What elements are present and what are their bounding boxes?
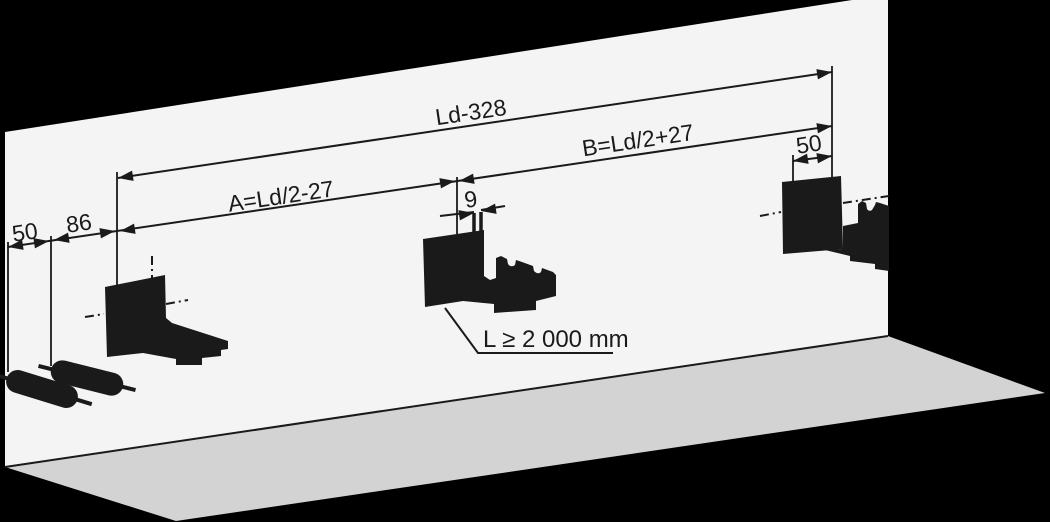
dim-arrow xyxy=(459,173,475,184)
dimension-arrows xyxy=(8,69,832,250)
dim-arrow xyxy=(99,228,115,239)
dim-arrow xyxy=(481,203,497,214)
leader-line-min-length xyxy=(444,307,613,354)
floor-panel xyxy=(5,336,1045,521)
dim-arrow xyxy=(33,238,49,249)
dim-label-min-length: L ≥ 2 000 mm xyxy=(483,326,629,353)
dim-arrow xyxy=(120,223,136,234)
dim-label-50-left: 50 xyxy=(10,217,39,246)
min-length-note: L ≥ 2 000 mm xyxy=(444,307,629,354)
dim-label-9: 9 xyxy=(463,185,479,213)
dim-arrow xyxy=(8,239,24,250)
centerline-right-bracket-left xyxy=(759,211,782,217)
dim-arrow xyxy=(793,153,809,164)
wall-anchor-back xyxy=(38,360,136,396)
dim-label-86: 86 xyxy=(64,208,93,237)
bracket-left xyxy=(105,275,228,365)
wall-anchors xyxy=(0,360,136,408)
anchor-body xyxy=(50,360,124,396)
centerlines xyxy=(84,195,890,318)
extension-lines xyxy=(7,66,833,372)
dim-arrow xyxy=(816,123,832,134)
centerline-right-bracket-right xyxy=(842,195,890,204)
bracket-middle xyxy=(423,230,556,313)
bracket-right-rail xyxy=(825,201,889,271)
dim-line-span xyxy=(7,125,833,248)
dim-arrow xyxy=(816,153,832,164)
mounting-brackets xyxy=(105,176,889,365)
wall-panel xyxy=(5,0,888,467)
dim-arrow xyxy=(458,210,474,221)
dim-arrow xyxy=(439,178,455,189)
wall-floor-edge xyxy=(4,335,889,468)
centerline-left-bracket-left xyxy=(84,313,105,318)
dim-arrow xyxy=(816,69,832,80)
dim-label-50-right: 50 xyxy=(794,129,823,158)
centerline-left-bracket-right xyxy=(165,299,189,305)
dim-arrow xyxy=(118,170,134,181)
dim-line-total xyxy=(117,71,833,179)
dim-arrow xyxy=(54,232,70,243)
anchor-body xyxy=(6,370,78,408)
bracket-right-plate xyxy=(782,176,843,254)
wall-anchor-front xyxy=(0,370,93,408)
